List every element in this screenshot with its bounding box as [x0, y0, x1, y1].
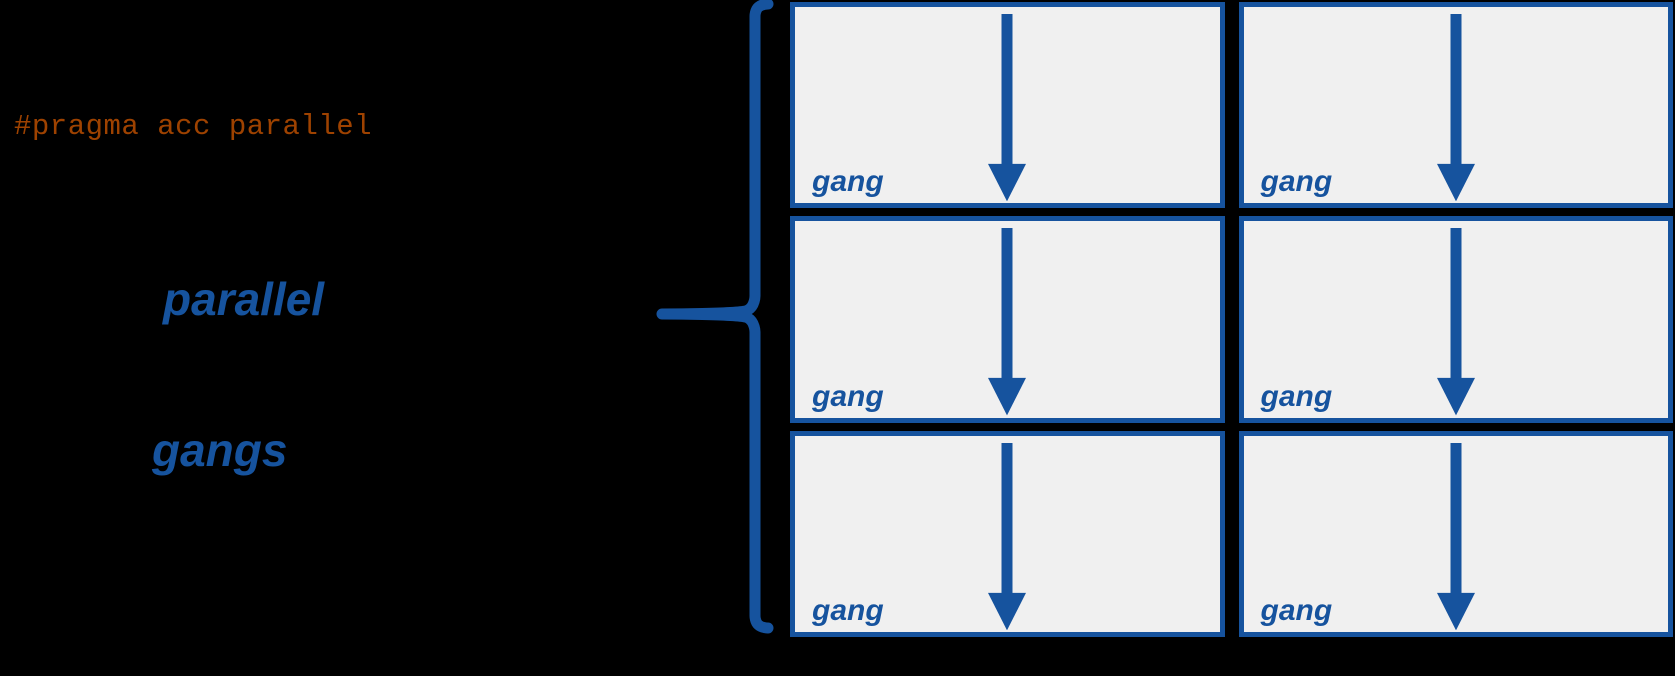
down-arrow-icon — [1434, 14, 1478, 202]
down-arrow-icon — [985, 228, 1029, 416]
down-arrow-icon — [985, 14, 1029, 202]
gang-cell-label: gang — [812, 379, 884, 413]
gang-cell-label: gang — [1260, 379, 1333, 413]
gang-cell-label: gang — [812, 593, 884, 627]
down-arrow-icon — [1434, 442, 1478, 630]
left-curly-brace-icon — [656, 0, 774, 634]
gang-grid: gang gang gang — [790, 2, 1673, 637]
gangs-label: gangs — [152, 424, 288, 476]
gang-cell[interactable]: gang — [790, 216, 1225, 423]
gang-cell[interactable]: gang — [1238, 2, 1673, 209]
down-arrow-icon — [1434, 228, 1478, 416]
gang-cell[interactable]: gang — [790, 2, 1225, 209]
gang-cell[interactable]: gang — [1238, 430, 1673, 637]
gang-cell[interactable]: gang — [790, 430, 1225, 637]
brace-group — [640, 0, 774, 642]
gang-cell-label: gang — [812, 165, 884, 199]
gang-cell[interactable]: gang — [1238, 216, 1673, 423]
pragma-code-text: #pragma acc parallel — [14, 110, 373, 143]
parallel-label: parallel — [163, 273, 325, 325]
down-arrow-icon — [985, 442, 1029, 630]
gang-cell-label: gang — [1260, 593, 1333, 627]
gang-cell-label: gang — [1260, 165, 1333, 199]
